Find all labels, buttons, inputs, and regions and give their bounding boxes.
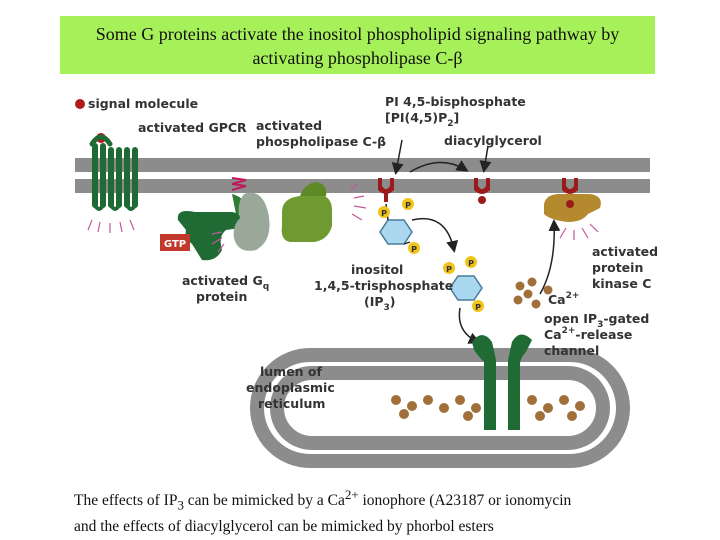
signaling-diagram: GTP P P P P P [75,94,658,468]
gpcr-icon [89,134,138,211]
title-line-2: activating phospholipase C-β [252,48,463,68]
ip3-gated-channel-icon [472,334,532,430]
activation-rays-icon [87,219,135,233]
label-pip2-line-2: [PI(4,5)P2] [385,110,459,129]
label-er-line-2: endoplasmic [246,380,335,395]
caption-line-2: and the effects of diacylglycerol can be… [74,518,494,536]
gq-activation-rays-icon [211,231,225,253]
label-channel-line-2: Ca2+-release [544,326,632,342]
label-pip2-line-1: PI 4,5-bisphosphate [385,94,526,109]
gq-beta-gamma-icon [233,192,270,251]
label-channel-line-3: channel [544,343,599,358]
title-line-1: Some G proteins activate the inositol ph… [95,24,620,44]
signal-molecule-icon [75,99,85,109]
label-er-line-3: reticulum [258,396,325,411]
svg-text:P: P [446,265,452,274]
lipid-anchor-icon [231,177,247,191]
label-pkc-line-1: activated [592,244,658,259]
label-channel-line-1: open IP3-gated [544,311,649,330]
cytosolic-calcium-icons [513,277,553,309]
plc-activation-rays-icon [349,183,367,221]
svg-text:P: P [475,303,481,312]
pkc-anchor-lipid-icon [562,178,578,194]
plasma-membrane [75,158,650,193]
label-calcium: Ca2+ [548,291,579,307]
label-activated-gq-line-2: protein [196,289,247,304]
er-calcium-icons [391,395,585,421]
label-activated-plc-line-2: phospholipase C-β [256,134,386,149]
ip3-phosphate-icons: P P P [443,256,484,312]
dag-lipid-icon [474,178,490,204]
label-activated-plc-line-1: activated [256,118,322,133]
protein-kinase-c-icon [544,194,601,222]
label-er-line-1: lumen of [260,364,323,379]
label-activated-gpcr: activated GPCR [138,120,247,135]
label-ip3-line-2: 1,4,5-trisphosphate [314,278,453,293]
label-ip3-line-3: (IP3) [364,294,396,313]
caption-line-1: The effects of IP3 can be mimicked by a … [74,487,572,513]
label-ip3-line-1: inositol [351,262,403,277]
label-diacylglycerol: diacylglycerol [444,133,542,148]
label-activated-gq-line-1: activated Gq [182,273,269,292]
pip2-lipid-icon [378,178,394,202]
pkc-activation-rays-icon [559,223,599,240]
svg-text:GTP: GTP [164,239,186,250]
label-pkc-line-2: protein [592,260,643,275]
svg-text:P: P [468,259,474,268]
pip2-phosphate-icons: P P P [378,198,420,254]
phospholipase-c-icon [281,182,332,242]
title-box: Some G proteins activate the inositol ph… [60,16,655,74]
svg-text:P: P [411,245,417,254]
label-signal-molecule: signal molecule [88,96,198,111]
ip3-inositol-icon [449,275,483,301]
caption: The effects of IP3 can be mimicked by a … [74,484,674,538]
svg-text:P: P [381,209,387,218]
svg-text:P: P [405,201,411,210]
gtp-badge: GTP [160,234,190,251]
label-pkc-line-3: kinase C [592,276,651,291]
